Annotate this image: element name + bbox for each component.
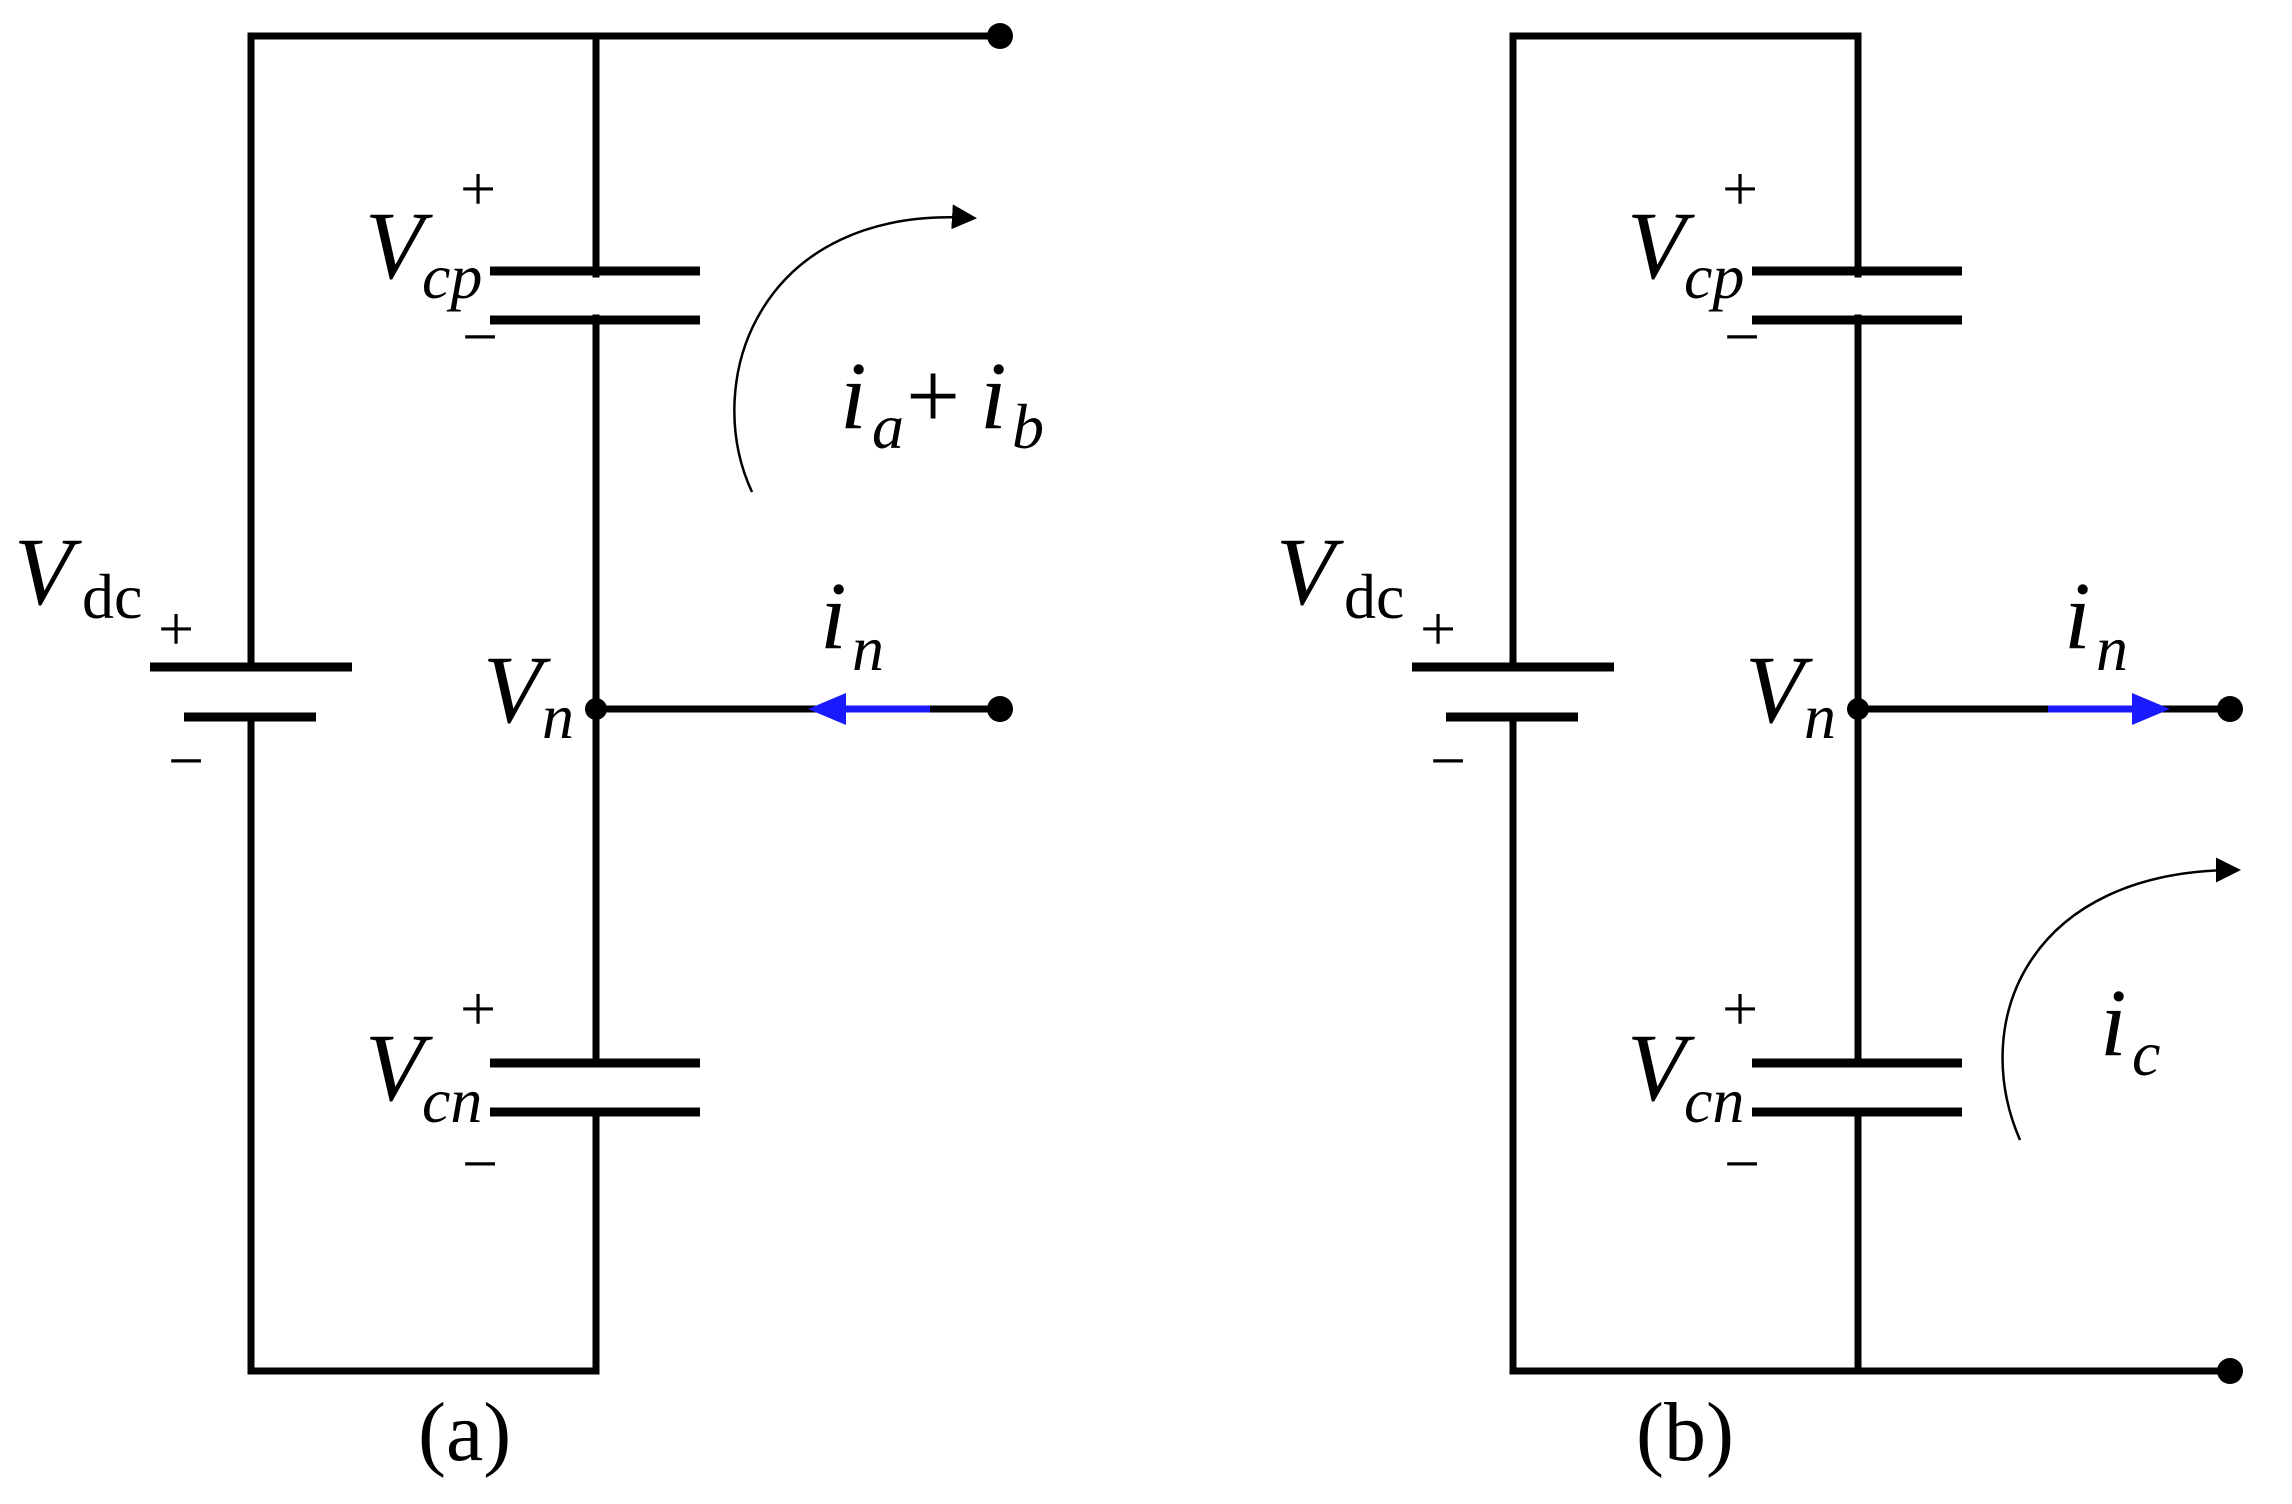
capacitor-cn-a: [490, 1058, 700, 1117]
ia-subscript-a: a: [872, 391, 904, 462]
ia-symbol-a: i: [840, 342, 867, 449]
vdc-subscript-b: dc: [1344, 561, 1404, 632]
caption-a: (a): [418, 1386, 511, 1479]
vcp-minus-b: −: [1724, 301, 1760, 372]
loop-plus-a: +: [906, 342, 960, 449]
vdc-plus-b: +: [1420, 593, 1456, 664]
diagram-a: V dc + − + V cp − V n i n i a + i b + V …: [14, 23, 1044, 1479]
neutral-current-arrow-a: [808, 693, 930, 725]
vcn-minus-a: −: [462, 1128, 498, 1199]
vdc-subscript-a: dc: [82, 561, 142, 632]
terminal-neutral-b: [2217, 696, 2243, 722]
vn-subscript-a: n: [542, 681, 574, 752]
vdc-symbol-b: V: [1276, 518, 1344, 625]
in-subscript-b: n: [2096, 613, 2128, 684]
vcp-symbol-b: V: [1627, 192, 1695, 299]
diagram-b: V dc + − + V cp − V n i n i c + V cn − (…: [1276, 32, 2243, 1479]
vcp-subscript-a: cp: [422, 241, 482, 312]
neutral-current-arrow-b: [2048, 693, 2170, 725]
terminal-neutral-a: [987, 696, 1013, 722]
vcp-plus-b: +: [1722, 153, 1758, 224]
vcp-symbol-a: V: [365, 192, 433, 299]
ib-symbol-a: i: [980, 342, 1007, 449]
vn-symbol-a: V: [483, 636, 551, 743]
vcn-symbol-a: V: [365, 1014, 433, 1121]
vcn-plus-a: +: [460, 973, 496, 1044]
dc-source-battery-b: [1412, 662, 1614, 722]
loop-current-arrow-b: [2001, 857, 2241, 1141]
diagram-b-wires: [1509, 32, 2234, 1375]
vdc-plus-a: +: [158, 593, 194, 664]
dc-source-battery-a: [150, 662, 352, 722]
node-dot-a: [585, 698, 607, 720]
ic-symbol-b: i: [2100, 969, 2127, 1076]
vdc-symbol-a: V: [14, 518, 82, 625]
vdc-minus-b: −: [1430, 725, 1466, 796]
caption-b: (b): [1636, 1386, 1734, 1479]
in-symbol-b: i: [2064, 562, 2091, 669]
vn-subscript-b: n: [1804, 681, 1836, 752]
vdc-minus-a: −: [168, 725, 204, 796]
ic-subscript-b: c: [2132, 1018, 2160, 1089]
in-symbol-a: i: [820, 562, 847, 669]
vcn-symbol-b: V: [1627, 1014, 1695, 1121]
vcn-subscript-a: cn: [422, 1065, 482, 1136]
loop-current-arrow-a: [733, 204, 977, 493]
node-dot-b: [1847, 698, 1869, 720]
vcp-subscript-b: cp: [1684, 241, 1744, 312]
capacitor-cp-a: [490, 266, 700, 325]
terminal-top-a: [987, 23, 1013, 49]
vn-symbol-b: V: [1745, 636, 1813, 743]
vcn-minus-b: −: [1724, 1128, 1760, 1199]
diagram-a-wires: [247, 32, 1004, 1375]
vcn-plus-b: +: [1722, 973, 1758, 1044]
capacitor-cn-b: [1752, 1058, 1962, 1117]
capacitor-cp-b: [1752, 266, 1962, 325]
vcp-minus-a: −: [462, 301, 498, 372]
terminal-bottom-b: [2217, 1358, 2243, 1384]
in-subscript-a: n: [852, 613, 884, 684]
vcn-subscript-b: cn: [1684, 1065, 1744, 1136]
ib-subscript-a: b: [1012, 391, 1044, 462]
vcp-plus-a: +: [460, 153, 496, 224]
